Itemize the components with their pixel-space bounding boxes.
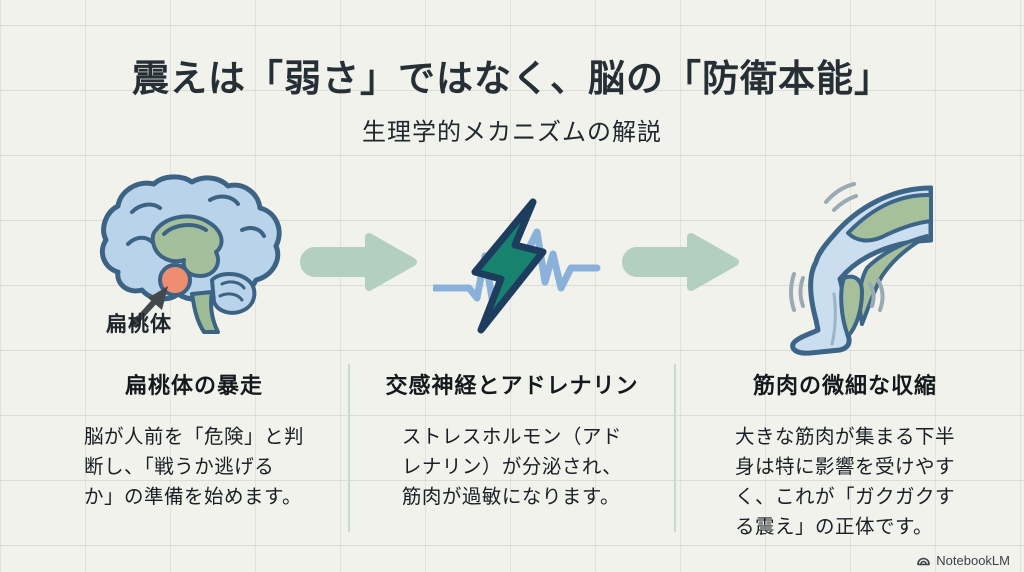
column-divider bbox=[674, 364, 676, 532]
footer-brand: NotebookLM bbox=[916, 553, 1010, 568]
column-body: 大きな筋肉が集まる下半 身は特に影響を受けやす く、これが「ガクガクす る震え」… bbox=[734, 426, 955, 538]
footer-brand-label: NotebookLM bbox=[936, 553, 1010, 568]
nerve-signal-lightning-icon bbox=[433, 198, 601, 334]
tremor-marks-icon bbox=[789, 182, 885, 312]
flow-arrow-icon bbox=[300, 233, 417, 291]
column-body: ストレスホルモン（アド レナリン）が分泌され、 筋肉が過敏になります。 bbox=[401, 426, 623, 508]
flow-arrow-icon bbox=[622, 233, 739, 291]
column-heading: 筋肉の微細な収縮 bbox=[752, 373, 937, 398]
column-heading: 交感神経とアドレナリン bbox=[385, 373, 639, 398]
column-muscle-contraction: 筋肉の微細な収縮 大きな筋肉が集まる下半 身は特に影響を受けやす く、これが「ガ… bbox=[680, 368, 1010, 542]
column-heading: 扁桃体の暴走 bbox=[124, 373, 263, 398]
trembling-leg-icon bbox=[789, 182, 933, 356]
column-amygdala: 扁桃体の暴走 脳が人前を「危険」と判 断し、「戦うか逃げる か」の準備を始めます… bbox=[44, 368, 344, 512]
column-sympathetic-nerve: 交感神経とアドレナリン ストレスホルモン（アド レナリン）が分泌され、 筋肉が過… bbox=[356, 368, 668, 512]
notebooklm-logo-icon bbox=[917, 557, 931, 566]
page-subtitle: 生理学的メカニズムの解説 bbox=[362, 119, 662, 146]
column-divider bbox=[348, 364, 350, 532]
amygdala-pointer-arrow-icon bbox=[131, 286, 168, 327]
amygdala-label: 扁桃体 bbox=[106, 313, 172, 336]
page-title: 震えは「弱さ」ではなく、脳の「防衛本能」 bbox=[132, 58, 892, 99]
brain-amygdala-icon bbox=[100, 174, 282, 334]
column-body: 脳が人前を「危険」と判 断し、「戦うか逃げる か」の準備を始めます。 bbox=[83, 426, 304, 508]
